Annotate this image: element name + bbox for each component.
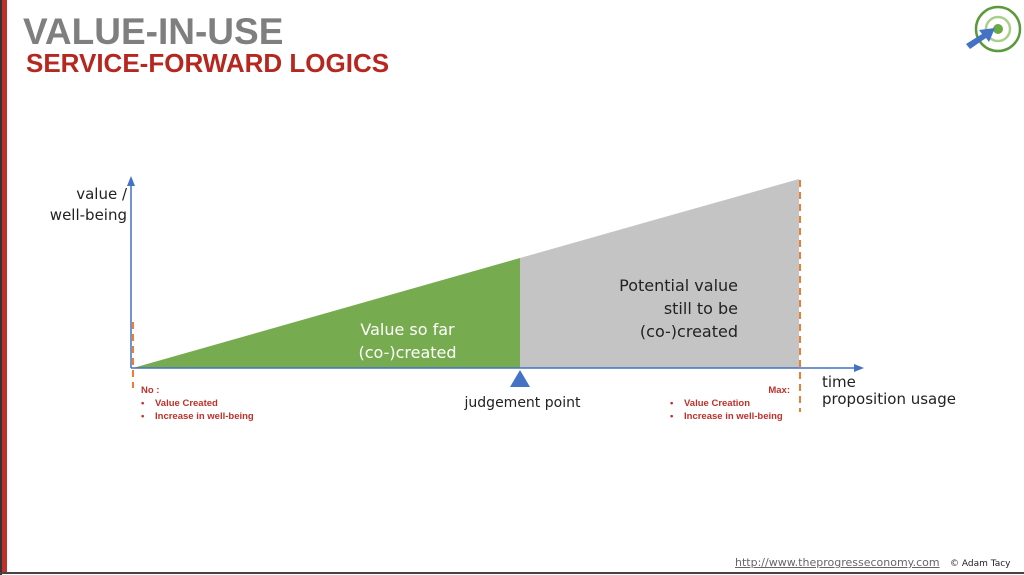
value-so-far-line1: Value so far: [360, 320, 455, 339]
x-axis-label: time proposition usage: [822, 374, 956, 408]
y-axis-arrowhead: [127, 176, 135, 186]
potential-value-area: [520, 179, 799, 368]
min-note-heading: No :: [141, 385, 160, 396]
min-value-note: No : Value Created Increase in well-bein…: [141, 384, 254, 423]
potential-value-line3: (co-)created: [639, 322, 738, 341]
max-note-heading: Max:: [768, 385, 790, 396]
max-note-item: Value Creation: [670, 397, 790, 410]
y-axis-label: value / well-being: [40, 184, 127, 226]
max-value-note: Max: Value Creation Increase in well-bei…: [670, 384, 790, 423]
copyright-text: © Adam Tacy: [950, 559, 1011, 569]
left-edge-red-bar: [2, 0, 7, 572]
website-link[interactable]: http://www.theprogresseconomy.com: [735, 556, 940, 569]
judgement-point-marker: [510, 370, 530, 387]
x-axis-arrowhead: [854, 364, 864, 372]
potential-value-label: Potential value still to be (co-)created: [590, 274, 738, 343]
min-note-item: Value Created: [141, 397, 254, 410]
x-axis-label-line1: time: [822, 373, 856, 391]
bottom-rule: [0, 572, 1024, 574]
y-axis-label-line2: well-being: [49, 206, 127, 224]
value-so-far-label: Value so far (co-)created: [330, 318, 485, 364]
max-note-item: Increase in well-being: [670, 410, 790, 423]
potential-value-line1: Potential value: [619, 276, 738, 295]
potential-value-line2: still to be: [663, 299, 738, 318]
target-arrow-icon: [966, 5, 1022, 53]
min-note-item: Increase in well-being: [141, 410, 254, 423]
left-edge-dark-bar: [0, 0, 2, 575]
judgement-point-label: judgement point: [464, 395, 581, 411]
x-axis-label-line2: proposition usage: [822, 390, 956, 408]
value-so-far-line2: (co-)created: [358, 343, 457, 362]
value-so-far-area: [133, 258, 520, 368]
y-axis-label-line1: value /: [76, 185, 127, 203]
slide-subtitle: SERVICE-FORWARD LOGICS: [26, 48, 390, 78]
slide-title: VALUE-IN-USE: [23, 11, 284, 52]
